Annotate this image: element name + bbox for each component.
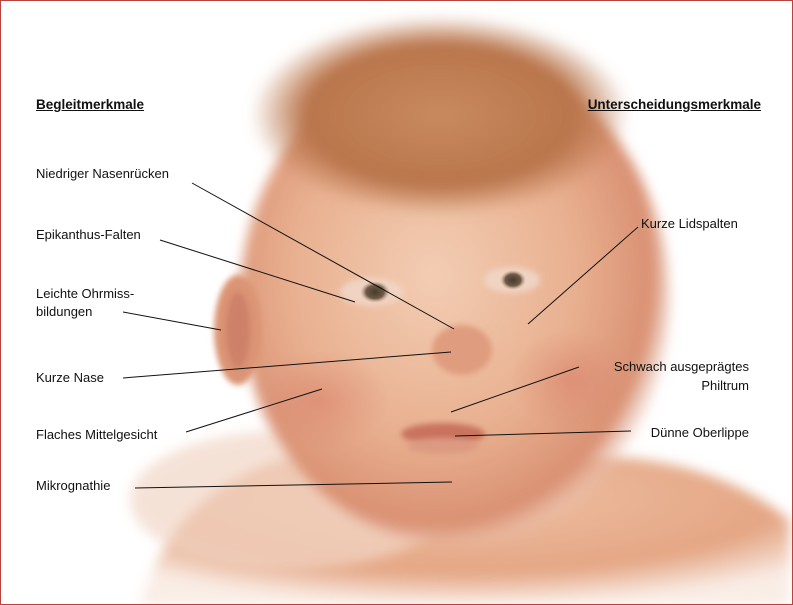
- label-duenne-oberlippe: Dünne Oberlippe: [651, 424, 749, 441]
- label-mikrognathie: Mikrognathie: [36, 477, 110, 494]
- label-philtrum-line2: Philtrum: [701, 377, 749, 394]
- label-ohrmissbildungen-line1: Leichte Ohrmiss-: [36, 285, 134, 302]
- label-kurze-nase: Kurze Nase: [36, 369, 104, 386]
- label-philtrum-line1: Schwach ausgeprägtes: [614, 358, 749, 375]
- label-ohrmissbildungen-line2: bildungen: [36, 303, 92, 320]
- left-column-heading: Begleitmerkmale: [36, 97, 144, 112]
- label-kurze-lidspalten: Kurze Lidspalten: [641, 215, 738, 232]
- label-niedriger-nasenruecken: Niedriger Nasenrücken: [36, 165, 169, 182]
- label-epikanthus-falten: Epikanthus-Falten: [36, 226, 141, 243]
- right-column-heading: Unterscheidungsmerkmale: [588, 97, 761, 112]
- label-flaches-mittelgesicht: Flaches Mittelgesicht: [36, 426, 157, 443]
